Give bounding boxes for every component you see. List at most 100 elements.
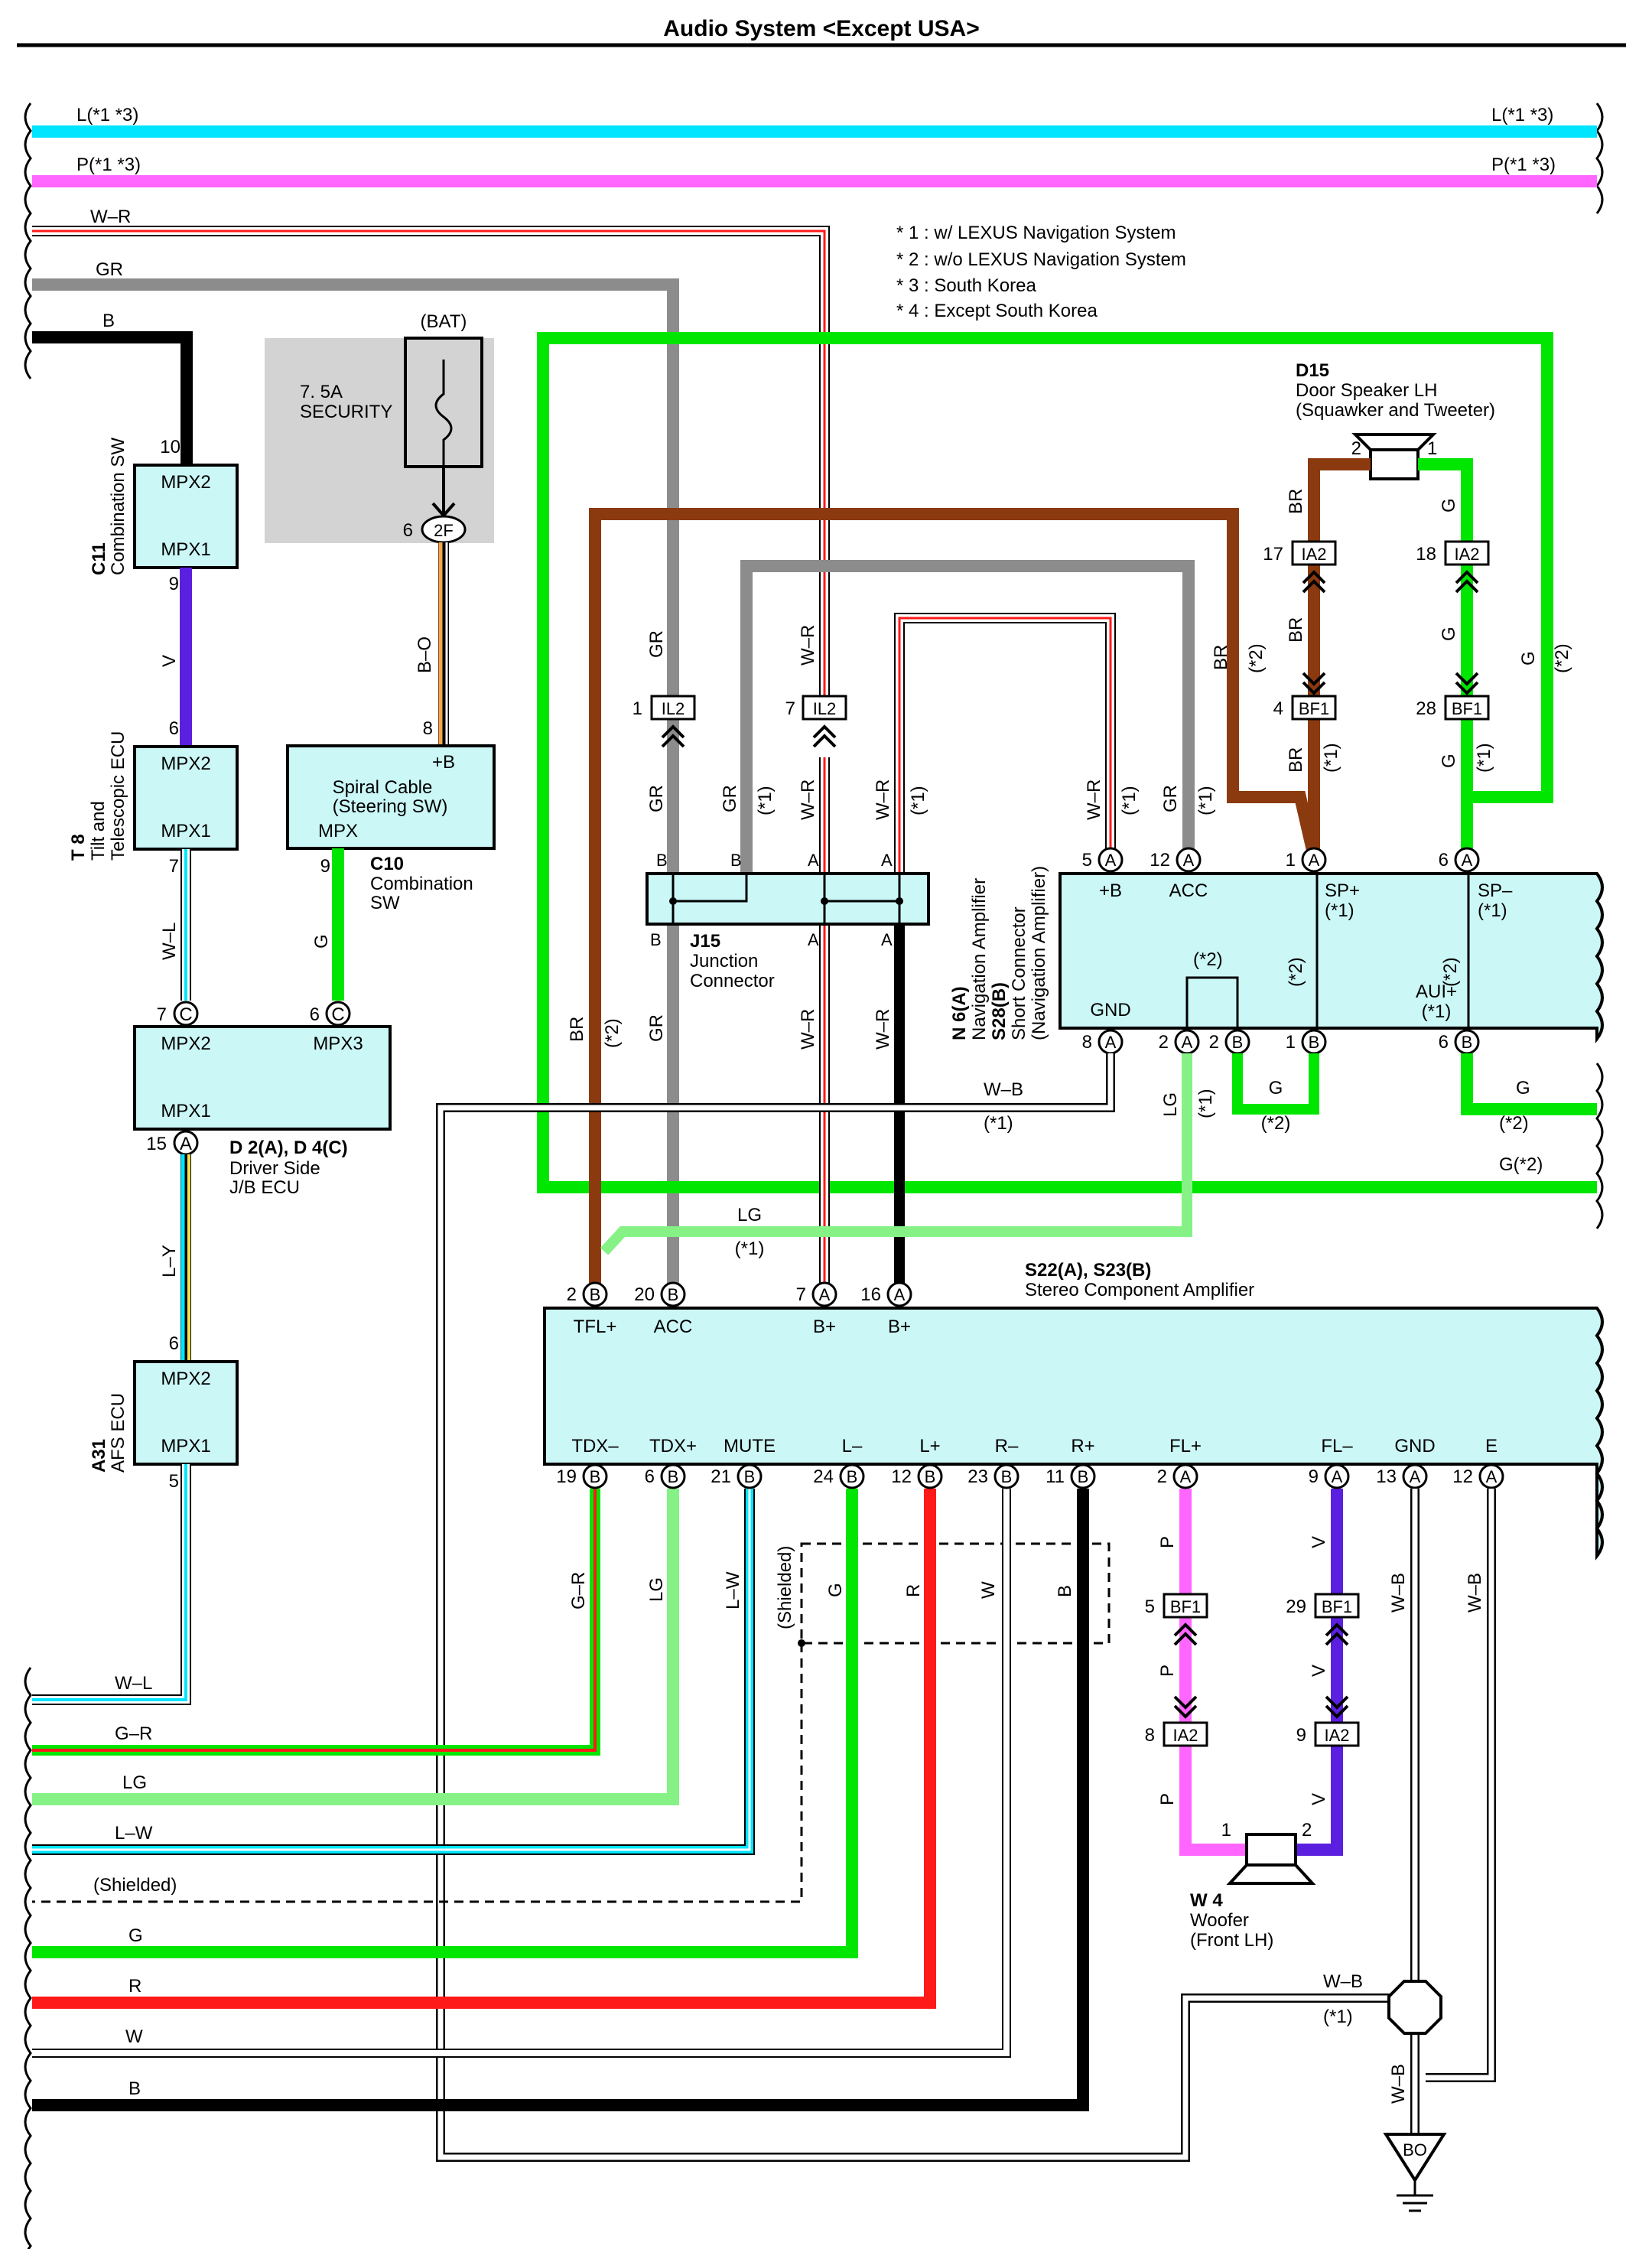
- svg-text:GR: GR: [720, 785, 740, 812]
- d2-pin-15: 15: [146, 1134, 167, 1154]
- wire-w-rm: [32, 1489, 1011, 2058]
- c10-b: +B: [432, 752, 455, 773]
- svg-text:(*1): (*1): [1474, 743, 1494, 773]
- svg-text:7: 7: [796, 1284, 806, 1305]
- svg-text:B: B: [1462, 1033, 1473, 1052]
- n6-short-block: [1185, 976, 1239, 1030]
- d15-speaker-icon: [1351, 433, 1437, 480]
- svg-text:AUI+: AUI+: [1416, 981, 1457, 1002]
- j15-name-2: Connector: [690, 971, 775, 991]
- wire-wr-top: [32, 226, 830, 711]
- d2-pin-c-2: C: [325, 1001, 351, 1027]
- svg-text:C: C: [331, 1004, 344, 1025]
- w4-name-2: (Front LH): [1190, 1930, 1273, 1951]
- svg-text:5: 5: [1082, 850, 1092, 871]
- svg-text:BR: BR: [1286, 489, 1306, 514]
- s22-bottom-pins: B B B B B B B A A A A 19 6 21 24 12 23 1…: [556, 1463, 1504, 1489]
- svg-text:LG: LG: [646, 1577, 667, 1602]
- label-fuse-name: SECURITY: [300, 402, 392, 422]
- wire-wb-n6-gnd: [436, 1053, 1407, 2162]
- svg-text:BF1: BF1: [1299, 699, 1329, 718]
- label-g-s2: G(*2): [1499, 1154, 1543, 1175]
- t8-mpx1: MPX1: [161, 821, 210, 841]
- s22-bottom-terminals: TDX– TDX+ MUTE L– L+ R– R+ FL+ FL– GND E: [571, 1436, 1498, 1456]
- label-bus-l-left: L(*1 *3): [76, 105, 138, 125]
- label-wb-gnd: W–B: [1388, 1573, 1409, 1613]
- d2-pin-6: 6: [310, 1004, 320, 1025]
- wire-g-n6-aui: [1461, 1053, 1597, 1115]
- svg-text:L–: L–: [842, 1436, 863, 1456]
- splice-point: [1387, 1980, 1442, 2035]
- svg-text:(*1): (*1): [908, 786, 928, 815]
- fuse-box-area: [265, 338, 494, 543]
- s22-box: [543, 1307, 1604, 1561]
- svg-text:G: G: [1439, 627, 1459, 641]
- svg-text:(*2): (*2): [1440, 957, 1461, 987]
- ia2-18-num: 18: [1416, 544, 1436, 565]
- svg-text:(*2): (*2): [1552, 643, 1572, 673]
- a31-box: [133, 1360, 239, 1466]
- svg-text:(*2): (*2): [1246, 643, 1267, 673]
- n6-box: [1059, 872, 1604, 1043]
- ia2-8-num: 8: [1145, 1725, 1155, 1746]
- svg-text:(*2): (*2): [1193, 949, 1223, 970]
- shield-node: [798, 1639, 805, 1647]
- wire-g-n6-short: [1232, 1053, 1319, 1115]
- d15-pin-2: 2: [1351, 438, 1361, 459]
- label-top-gr: GR: [96, 259, 123, 280]
- svg-text:E: E: [1485, 1436, 1498, 1456]
- svg-text:6: 6: [645, 1466, 655, 1487]
- svg-text:A: A: [881, 930, 893, 949]
- svg-text:W–R: W–R: [798, 780, 818, 820]
- svg-text:A: A: [1105, 1033, 1117, 1052]
- wire-br-d15: [1308, 458, 1371, 857]
- svg-text:(*1): (*1): [1422, 1001, 1452, 1022]
- svg-text:13: 13: [1376, 1466, 1397, 1487]
- c10-cname-1: Combination: [370, 874, 473, 894]
- label-n6-g-short: G: [1269, 1078, 1283, 1098]
- legend-item-1: * 1 : w/ LEXUS Navigation System: [896, 223, 1176, 243]
- label-bus-l-right: L(*1 *3): [1491, 105, 1553, 125]
- wire-g-d15: [1418, 458, 1473, 857]
- wire-b-rp: [32, 1489, 1089, 2111]
- label-top-b: B: [102, 311, 115, 331]
- svg-text:16: 16: [860, 1284, 881, 1305]
- svg-text:W–R: W–R: [873, 1009, 893, 1050]
- svg-text:2: 2: [1159, 1032, 1169, 1053]
- svg-text:24: 24: [813, 1466, 834, 1487]
- label-bus-p-left: P(*1 *3): [76, 155, 141, 175]
- svg-text:A: A: [894, 1285, 906, 1304]
- svg-text:BF1: BF1: [1170, 1597, 1201, 1616]
- label-lg-n6: LG: [1160, 1092, 1181, 1117]
- label-fuse-amp: 7. 5A: [300, 382, 343, 402]
- svg-text:A: A: [808, 851, 819, 870]
- svg-text:GR: GR: [646, 630, 667, 658]
- svg-text:W–R: W–R: [798, 1009, 818, 1050]
- ia2-9-num: 9: [1296, 1725, 1306, 1746]
- w4-name-1: Woofer: [1190, 1910, 1249, 1931]
- svg-text:A: A: [819, 1285, 831, 1304]
- n6-bottom-pins: A A B B B 8 2 2 1 6: [1082, 1029, 1480, 1055]
- svg-text:A: A: [1182, 1033, 1193, 1052]
- c10-name-2: (Steering SW): [333, 796, 448, 817]
- svg-text:B: B: [128, 2078, 141, 2099]
- svg-text:R–: R–: [995, 1436, 1019, 1456]
- svg-text:6: 6: [1439, 850, 1449, 871]
- d2-id: D 2(A), D 4(C): [229, 1138, 348, 1158]
- svg-text:A: A: [1332, 1467, 1343, 1486]
- d15-name-2: (Squawker and Tweeter): [1296, 400, 1495, 421]
- ia2-8-connector: IA2: [1163, 1695, 1208, 1747]
- svg-text:B: B: [744, 1467, 756, 1486]
- s22-name: Stereo Component Amplifier: [1025, 1280, 1254, 1300]
- svg-text:L–W: L–W: [115, 1823, 153, 1844]
- label-wire-ly: L–Y: [159, 1245, 180, 1277]
- c10-id: C10: [370, 854, 404, 874]
- svg-text:G: G: [1518, 651, 1539, 666]
- svg-text:W: W: [125, 2026, 143, 2047]
- j15-pin-letters: B B A A B A A: [650, 851, 893, 949]
- j15-box: [646, 872, 930, 926]
- bf1-29-connector: BF1: [1314, 1593, 1360, 1646]
- t8-mpx2: MPX2: [161, 753, 210, 774]
- il2-7-num: 7: [785, 698, 795, 719]
- label-wire-wl-2: W–L: [115, 1673, 152, 1694]
